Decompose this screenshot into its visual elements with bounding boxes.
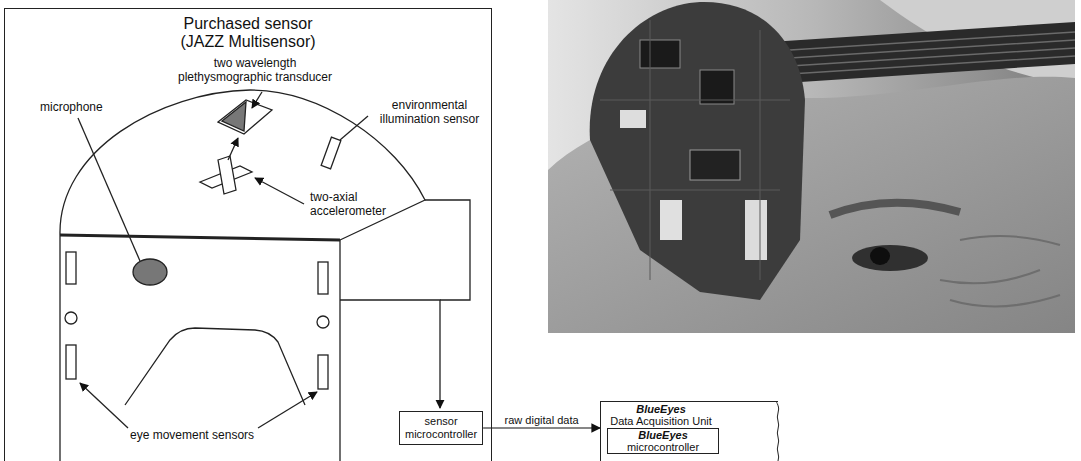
data-arrow [483, 427, 600, 428]
connector-group [483, 428, 600, 429]
sensor-wire [340, 300, 440, 408]
sensor-drawing [60, 90, 470, 461]
photo-ground [548, 0, 1075, 333]
photo-eye [870, 247, 890, 265]
photo-headband [770, 22, 1075, 84]
photo-board [590, 2, 805, 300]
illumination-sensor-symbol [321, 137, 341, 169]
transducer-symbol [218, 100, 272, 134]
unit-body: Data Acquisition Unit [601, 415, 721, 427]
transducer-symbol [222, 102, 246, 131]
unit-box: BlueEyesData Acquisition UnitBlueEyesmic… [600, 401, 778, 461]
photo-eye [852, 245, 928, 271]
eye-sensor-symbol [66, 252, 76, 284]
front-edge [60, 235, 340, 240]
part-label: environmental illumination sensor [372, 98, 487, 126]
front-plate-edge [339, 240, 340, 461]
sensor-panel: Purchased sensor (JAZZ Multisensor) senso… [4, 8, 492, 461]
leader-arrow [258, 392, 317, 428]
photo-chip [745, 200, 767, 260]
box-text: sensor microcontroller [405, 415, 477, 441]
box-heading: BlueEyes [608, 429, 718, 441]
eye-sensor-symbol [65, 312, 77, 324]
unit-heading: BlueEyes [601, 403, 721, 415]
headset-photo [548, 0, 1075, 333]
front-plate-edge [59, 235, 60, 461]
sensor-wire [425, 200, 470, 300]
panel-heading: Purchased sensor (JAZZ Multisensor) [166, 15, 331, 51]
microcontroller-box: sensor microcontroller [399, 411, 483, 445]
eye-sensor-symbol [317, 316, 329, 328]
accelerometer-symbol [218, 156, 236, 194]
leader-line [340, 116, 368, 140]
sensor-outline [60, 90, 425, 240]
microcontroller-box: BlueEyesmicrocontroller [607, 428, 719, 454]
nose-cutout [125, 328, 305, 405]
photo-chip [700, 70, 734, 104]
eye-sensor-symbol [318, 355, 328, 389]
photo-chip [620, 110, 646, 128]
edge-label: raw digital data [503, 414, 581, 427]
photo-chip [640, 40, 680, 68]
part-label: microphone [40, 100, 103, 114]
part-label: two-axial accelerometer [310, 190, 405, 218]
photo-traces [600, 20, 790, 280]
box-text: microcontroller [608, 441, 718, 453]
leader-arrow [80, 383, 128, 428]
part-label: two wavelength plethysmographic transduc… [169, 56, 341, 84]
photo-cable [790, 32, 1075, 74]
photo-brow [830, 203, 960, 215]
leader-line [78, 118, 140, 261]
eye-sensor-symbol [66, 345, 76, 379]
leader-arrow [255, 178, 304, 204]
part-label: eye movement sensors [130, 428, 254, 442]
photo-wrinkle [940, 236, 1060, 306]
microphone-symbol [133, 259, 167, 285]
leader-arrow [252, 92, 262, 108]
torn-edge-line [776, 401, 780, 461]
eye-sensor-symbol [318, 262, 328, 294]
photo-chip [660, 200, 682, 240]
photo-chip [690, 150, 740, 180]
torn-edge [773, 401, 783, 461]
leader-arrow [228, 138, 238, 160]
